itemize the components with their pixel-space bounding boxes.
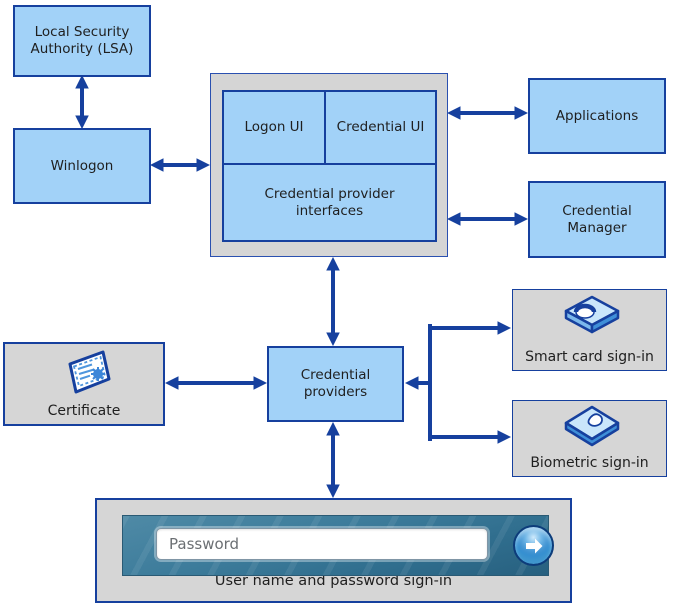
password-input[interactable]: Password bbox=[156, 528, 488, 560]
node-logon-credential-ui-group: Logon UI Credential UI Credential provid… bbox=[222, 90, 437, 242]
go-arrow-button-icon bbox=[525, 538, 542, 553]
credential-provider-interfaces-label: Credential provider interfaces bbox=[264, 185, 395, 219]
certificate-label: Certificate bbox=[47, 403, 121, 419]
node-credential-providers: Credential providers bbox=[267, 346, 404, 422]
smart-card-reader-icon bbox=[564, 295, 620, 334]
biometric-signin-label: Biometric sign-in bbox=[530, 455, 649, 471]
node-smart-card-signin: Smart card sign-in bbox=[512, 289, 667, 371]
biometric-sensor-icon bbox=[564, 405, 620, 447]
password-signin-label: User name and password sign-in bbox=[214, 573, 453, 589]
node-lsa: Local Security Authority (LSA) bbox=[13, 5, 151, 77]
logon-ui-label: Logon UI bbox=[244, 119, 304, 136]
node-winlogon: Winlogon bbox=[13, 128, 151, 204]
node-certificate: Certificate bbox=[3, 342, 165, 426]
applications-label: Applications bbox=[555, 107, 639, 124]
credential-providers-label: Credential providers bbox=[300, 367, 371, 400]
node-credential-ui: Credential UI bbox=[326, 92, 435, 165]
node-biometric-signin: Biometric sign-in bbox=[512, 400, 667, 477]
credential-manager-label: Credential Manager bbox=[562, 202, 632, 236]
credential-ui-label: Credential UI bbox=[336, 119, 425, 136]
smart-card-signin-label: Smart card sign-in bbox=[525, 349, 654, 365]
node-credential-manager: Credential Manager bbox=[528, 181, 666, 258]
winlogon-label: Winlogon bbox=[50, 157, 114, 174]
node-password-signin: Password User name and password sign-in bbox=[95, 498, 572, 603]
node-credential-provider-interfaces: Credential provider interfaces bbox=[224, 165, 435, 240]
node-applications: Applications bbox=[528, 78, 666, 154]
password-prompt-bar: Password bbox=[122, 515, 554, 576]
lsa-label: Local Security Authority (LSA) bbox=[30, 24, 134, 57]
go-arrow-button[interactable] bbox=[513, 525, 554, 566]
node-logon-ui: Logon UI bbox=[224, 92, 326, 165]
certificate-icon bbox=[68, 350, 111, 394]
